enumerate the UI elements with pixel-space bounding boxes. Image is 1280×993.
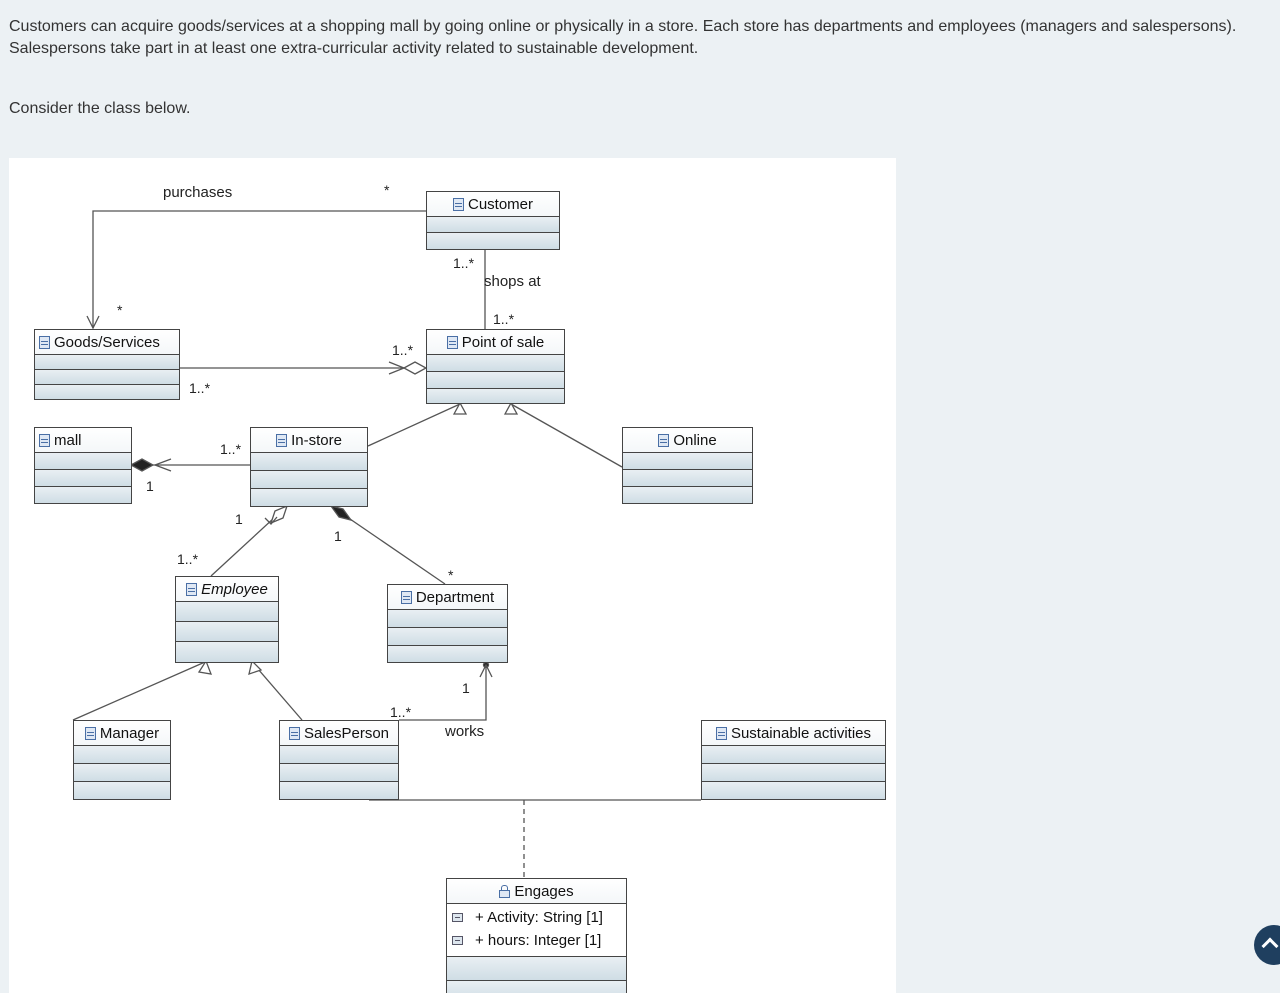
class-name: Sustainable activities (730, 724, 872, 742)
salesperson-generalization-triangle (248, 659, 263, 675)
class-goods-services[interactable]: Goods/Services (34, 329, 180, 400)
class-name: Department (415, 588, 495, 606)
class-name: mall (54, 431, 82, 449)
class-online[interactable]: Online (622, 427, 753, 504)
instore-generalization (367, 403, 461, 447)
class-name: Goods/Services (54, 333, 160, 351)
purchases-goods-multiplicity: * (117, 302, 123, 318)
class-icon (39, 433, 50, 447)
attribute-icon (452, 936, 463, 945)
instore-employee-arrowhead (264, 516, 278, 525)
class-name: Engages (514, 882, 574, 900)
attribute-row: + Activity: String [1] (447, 906, 626, 929)
class-icon (715, 726, 727, 740)
association-lines (72, 210, 701, 878)
shops-at-label: shops at (484, 273, 541, 290)
class-point-of-sale[interactable]: Point of sale (426, 329, 565, 404)
class-salesperson[interactable]: SalesPerson (279, 720, 399, 800)
statement-line-2: Salespersons take part in at least one e… (9, 40, 699, 57)
instore-employee-multiplicity: 1 (235, 511, 243, 527)
statement-line-1: Customers can acquire goods/services at … (9, 18, 1237, 35)
class-customer[interactable]: Customer (426, 191, 560, 250)
instore-generalization-triangle (452, 401, 468, 415)
association-class-icon (499, 885, 511, 898)
attributes-compartment: + Activity: String [1] + hours: Integer … (447, 904, 626, 957)
class-department[interactable]: Department (387, 584, 508, 663)
attribute-text: + hours: Integer [1] (475, 932, 602, 949)
mall-composition-diamond (129, 458, 155, 472)
manager-generalization (72, 661, 206, 721)
class-icon (446, 335, 458, 349)
scroll-to-top-button[interactable] (1254, 925, 1280, 965)
class-icon (400, 590, 412, 604)
uml-class-diagram: purchases * * 1..* shops at 1..* 1..* 1.… (9, 158, 896, 993)
class-manager[interactable]: Manager (73, 720, 171, 800)
works-label: works (445, 723, 485, 740)
mall-multiplicity: 1 (146, 478, 154, 494)
works-association (399, 663, 487, 721)
class-in-store[interactable]: In-store (250, 427, 368, 507)
purchases-arrowhead (86, 315, 100, 330)
consider-text: Consider the class below. (9, 100, 191, 117)
purchases-label: purchases (163, 184, 233, 201)
manager-generalization-triangle (197, 659, 213, 675)
instore-composition-diamond (329, 504, 353, 522)
class-icon (84, 726, 96, 740)
class-icon (276, 433, 288, 447)
employee-multiplicity: 1..* (177, 551, 199, 567)
purchases-association (92, 210, 426, 328)
class-name: Manager (99, 724, 160, 742)
class-name: SalesPerson (303, 724, 390, 742)
goods-pos-aggregation-diamond (402, 361, 428, 375)
class-name: Point of sale (461, 333, 545, 351)
mall-instore-multiplicity: 1..* (220, 441, 242, 457)
class-icon (452, 197, 464, 211)
class-icon (288, 726, 300, 740)
class-sustainable-activities[interactable]: Sustainable activities (701, 720, 886, 800)
works-salesperson-multiplicity: 1..* (390, 704, 412, 720)
attribute-text: + Activity: String [1] (475, 909, 603, 926)
class-icon (39, 335, 50, 349)
mall-instore-arrowhead (153, 458, 172, 472)
salesperson-generalization (251, 661, 303, 721)
attribute-row: + hours: Integer [1] (447, 929, 626, 952)
online-generalization (510, 403, 623, 468)
purchases-customer-multiplicity: * (384, 182, 390, 198)
works-department-multiplicity: 1 (462, 680, 470, 696)
online-generalization-triangle (503, 401, 519, 415)
class-icon (186, 582, 198, 596)
goods-pos-multiplicity-pos: 1..* (392, 342, 414, 358)
attribute-icon (452, 913, 463, 922)
class-name: In-store (291, 431, 342, 449)
goods-pos-multiplicity-goods: 1..* (189, 380, 211, 396)
customer-multiplicity: 1..* (453, 255, 475, 271)
class-employee[interactable]: Employee (175, 576, 279, 663)
problem-statement: Customers can acquire goods/services at … (9, 16, 1269, 60)
class-name: Employee (201, 580, 268, 598)
department-multiplicity: * (448, 567, 454, 583)
pos-multiplicity: 1..* (493, 311, 515, 327)
association-class-engages[interactable]: Engages + Activity: String [1] + hours: … (446, 878, 627, 993)
class-mall[interactable]: mall (34, 427, 132, 504)
instore-department-multiplicity: 1 (334, 528, 342, 544)
class-name: Customer (467, 195, 534, 213)
class-name: Online (673, 431, 717, 449)
class-icon (658, 433, 670, 447)
works-arrowhead (479, 663, 493, 678)
